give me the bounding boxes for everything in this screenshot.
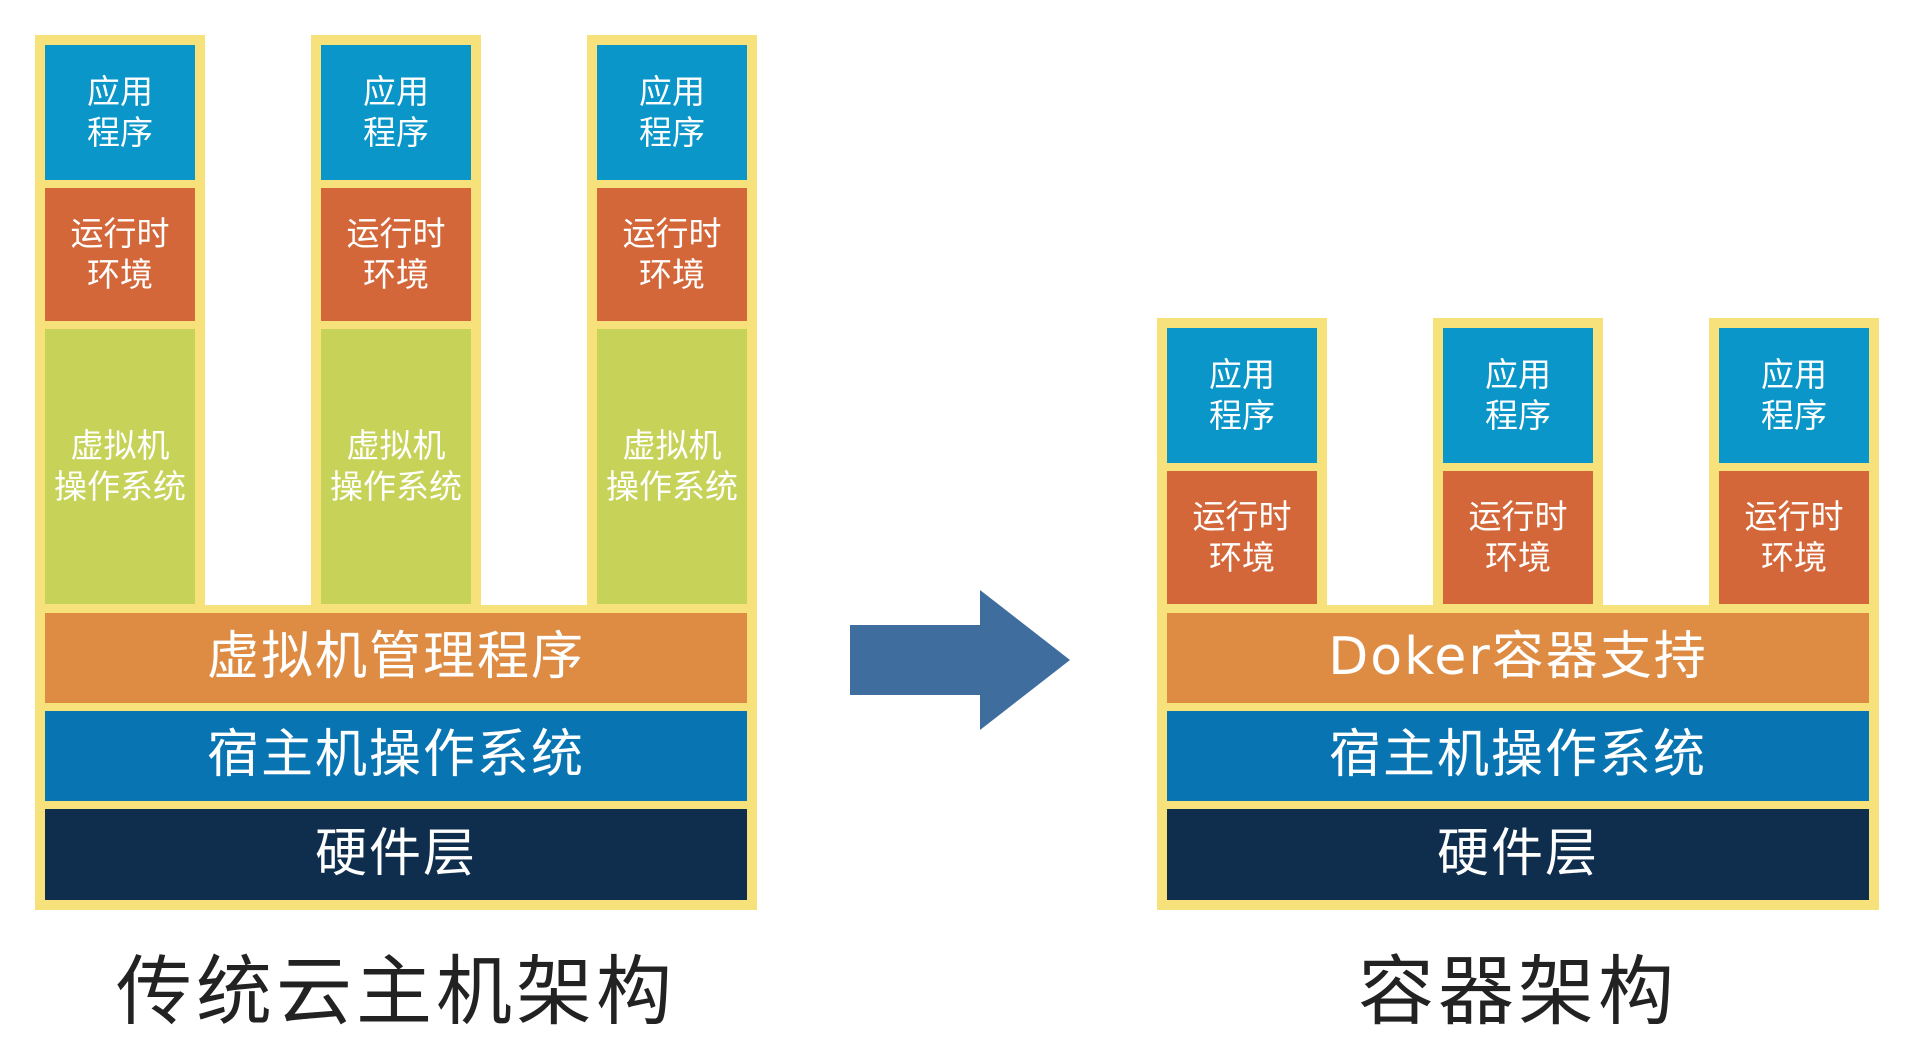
app-block: 应用 程序 (321, 45, 471, 180)
hypervisor-layer: 虚拟机管理程序 (45, 613, 747, 703)
host-os-layer: 宿主机操作系统 (1167, 711, 1869, 801)
vm-os-block: 虚拟机 操作系统 (45, 329, 195, 604)
host-os-layer: 宿主机操作系统 (45, 711, 747, 801)
container-caption: 容器架构 (1358, 947, 1678, 1036)
runtime-block: 运行时 环境 (1719, 471, 1869, 604)
app-block: 应用 程序 (1443, 328, 1593, 463)
right-arrow-icon (850, 590, 1070, 730)
runtime-block: 运行时 环境 (1443, 471, 1593, 604)
app-block: 应用 程序 (1719, 328, 1869, 463)
vm-os-block: 虚拟机 操作系统 (321, 329, 471, 604)
traditional-caption: 传统云主机架构 (116, 947, 676, 1036)
app-block: 应用 程序 (45, 45, 195, 180)
app-block: 应用 程序 (597, 45, 747, 180)
runtime-block: 运行时 环境 (45, 188, 195, 321)
runtime-block: 运行时 环境 (1167, 471, 1317, 604)
vm-os-block: 虚拟机 操作系统 (597, 329, 747, 604)
runtime-block: 运行时 环境 (597, 188, 747, 321)
container-engine-layer: Doker容器支持 (1167, 613, 1869, 703)
hardware-layer: 硬件层 (1167, 809, 1869, 900)
app-block: 应用 程序 (1167, 328, 1317, 463)
runtime-block: 运行时 环境 (321, 188, 471, 321)
hardware-layer: 硬件层 (45, 809, 747, 900)
